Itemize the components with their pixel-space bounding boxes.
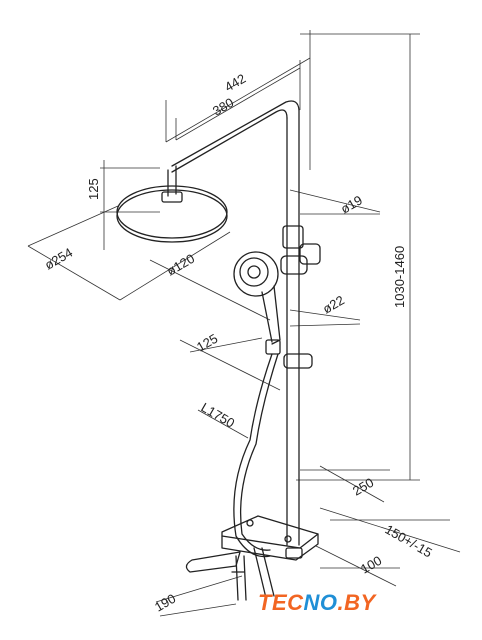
dimension-lines	[27, 30, 461, 617]
bath-spout	[185, 551, 241, 573]
dim-100: 100	[358, 553, 384, 577]
dim-125-top: 125	[86, 178, 101, 200]
riser-pipe	[286, 109, 300, 546]
dim-d254: ø254	[42, 245, 75, 273]
logo-part-tec: TEC	[258, 590, 304, 615]
hand-shower-handle	[261, 285, 281, 345]
hand-shower-head	[233, 251, 279, 297]
dim-1030-1460: 1030-1460	[392, 246, 407, 308]
dim-125-mid: 125	[194, 331, 220, 355]
hose-length: L1750	[199, 400, 238, 431]
dim-442: 442	[222, 71, 248, 95]
dim-190: 190	[152, 591, 178, 615]
tecno-logo: TECNO.BY	[258, 590, 378, 615]
overhead-arm	[171, 100, 300, 173]
dim-d22: ø22	[320, 292, 347, 316]
thermostatic-shelf	[221, 515, 319, 549]
dim-d19: ø19	[338, 192, 365, 216]
shower-body	[116, 100, 321, 601]
dim-150: 150+/-15	[383, 522, 435, 561]
logo-part-by: .BY	[338, 590, 378, 615]
logo-part-no: NO	[304, 590, 338, 615]
hand-shower-holder	[280, 255, 308, 275]
shower-hose	[233, 353, 279, 558]
dim-380: 380	[210, 95, 236, 119]
